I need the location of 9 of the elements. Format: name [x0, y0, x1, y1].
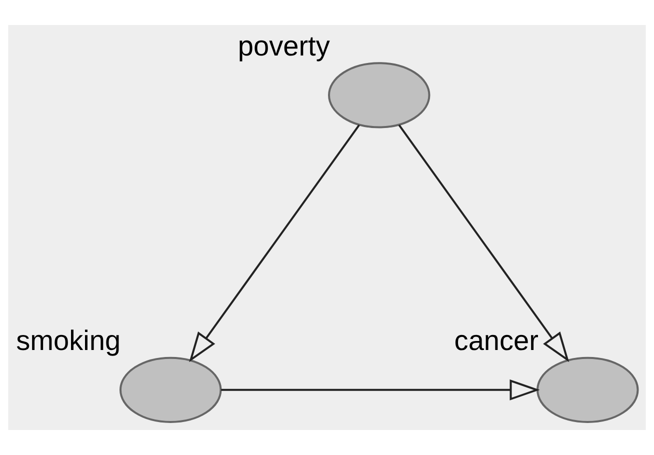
node-label: smoking [16, 325, 121, 356]
arrow [189, 124, 360, 362]
arrow [398, 124, 570, 362]
node-ellipse [536, 356, 639, 423]
node-label: cancer [454, 325, 539, 356]
node-label: poverty [238, 30, 330, 62]
arrow [221, 379, 540, 400]
node-ellipse [119, 356, 222, 423]
node-ellipse [328, 62, 430, 128]
